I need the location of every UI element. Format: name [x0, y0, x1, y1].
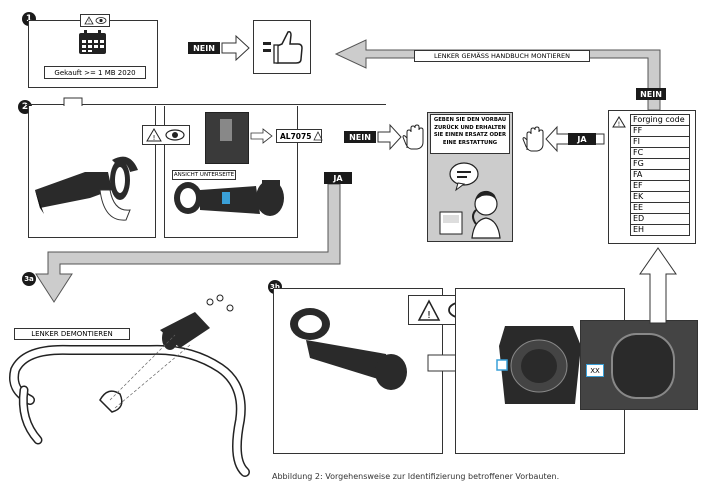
warning-eye-box: !	[142, 125, 190, 145]
forging-code-cell: EH	[630, 224, 690, 236]
stop-hand-icon-mid	[402, 124, 424, 150]
stem-3b-illustration	[290, 308, 407, 390]
stem-underside-photo	[205, 112, 249, 164]
remove-handlebar-label: LENKER DEMONTIEREN	[14, 328, 130, 340]
return-text: GEBEN SIE DEN VORBAU ZURÜCK UND ERHALTEN…	[430, 114, 510, 154]
forging-code-cell: FA	[630, 169, 690, 181]
warning-icon-al	[313, 131, 324, 141]
forging-code-header: Forging code	[630, 114, 690, 126]
forging-code-table: Forging code FF FI FC FG FA EF EK EE ED …	[630, 114, 690, 236]
forging-code-cell: FC	[630, 147, 690, 159]
svg-text:!: !	[153, 134, 156, 142]
mount-handlebar-label: LENKER GEMÄSS HANDBUCH MONTIEREN	[414, 50, 590, 62]
forging-code-cell: FI	[630, 136, 690, 148]
nein-label-right: NEIN	[636, 88, 666, 100]
xx-code-label: XX	[586, 364, 604, 377]
calendar-icon	[79, 30, 106, 54]
purchase-date-label: Gekauft >= 1 MB 2020	[44, 66, 146, 79]
warning-icon-forging: !	[612, 116, 626, 128]
nein-label-mid: NEIN	[344, 131, 376, 143]
stem-side-illustration	[174, 180, 284, 216]
stem-faceplate-illustration	[496, 326, 581, 404]
ja-label-right: JA	[568, 133, 596, 145]
forging-code-cell: EF	[630, 180, 690, 192]
step-3a-badge: 3a	[22, 272, 36, 286]
svg-text:!: !	[427, 310, 431, 321]
support-agent-illustration	[439, 162, 501, 239]
warning-eye-mini: !	[80, 14, 110, 27]
forging-code-cell: ED	[630, 213, 690, 225]
svg-text:!: !	[88, 20, 90, 26]
warning-icon: !	[84, 16, 107, 26]
step-2-divider	[26, 104, 386, 105]
figure-caption: Abbildung 2: Vorgehensweise zur Identifi…	[272, 472, 560, 481]
right-arrow-top	[221, 34, 250, 62]
nein-label-top: NEIN	[188, 42, 220, 54]
forging-code-cell: FF	[630, 125, 690, 137]
underside-view-label: ANSICHT UNTERSEITE	[172, 170, 236, 180]
svg-text:!: !	[618, 121, 620, 128]
grey-arrow-to-3a	[35, 183, 341, 303]
forging-code-cell: EK	[630, 191, 690, 203]
forging-code-cell: FG	[630, 158, 690, 170]
handlebar-exploded-illustration	[9, 294, 250, 477]
right-arrow-al	[250, 128, 273, 144]
ja-label-mid: JA	[324, 172, 352, 184]
warning-icon-step2: !	[146, 128, 185, 142]
al7075-label: AL7075	[276, 129, 324, 143]
grey-up-arrow	[639, 247, 677, 324]
forging-code-cell: EE	[630, 202, 690, 214]
stop-hand-icon-right	[522, 126, 544, 152]
thumbs-up-icon	[263, 31, 303, 64]
right-arrow-mid	[377, 123, 402, 151]
stem-rotate-illustration	[35, 156, 138, 221]
al7075-text: AL7075	[280, 131, 312, 141]
